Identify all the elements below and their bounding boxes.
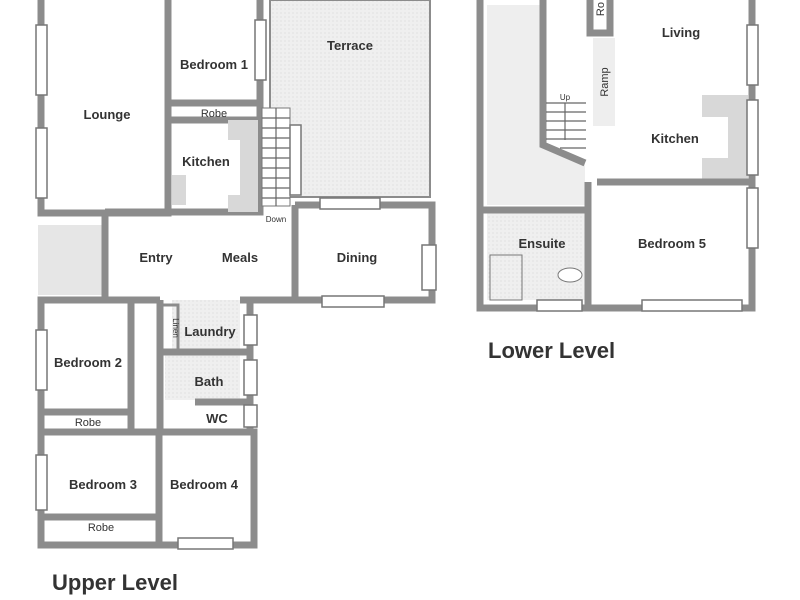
upper-stairs bbox=[261, 107, 291, 207]
lower-windows bbox=[536, 24, 759, 312]
room-label-bedroom-1: Bedroom 1 bbox=[180, 57, 248, 72]
room-label-entry: Entry bbox=[139, 250, 173, 265]
upper-level-title: Upper Level bbox=[52, 570, 178, 595]
room-label-lower-robe: Ro bbox=[595, 2, 607, 16]
room-label-living: Living bbox=[662, 25, 700, 40]
lower-level-plan: Ro Living Ramp Up Kitchen Ensuite Bedroo… bbox=[476, 0, 759, 363]
room-label-ensuite: Ensuite bbox=[519, 236, 566, 251]
room-label-bedroom-3: Bedroom 3 bbox=[69, 477, 137, 492]
bath-floor bbox=[165, 355, 240, 400]
stair-wall bbox=[539, 0, 587, 167]
entry-porch bbox=[38, 225, 105, 295]
lower-kitchen-bench bbox=[702, 95, 748, 180]
linen-cupboard bbox=[160, 303, 180, 352]
room-label-bath: Bath bbox=[195, 374, 224, 389]
room-label-meals: Meals bbox=[222, 250, 258, 265]
room-label-robe-3: Robe bbox=[88, 522, 114, 534]
ensuite-floor bbox=[487, 213, 587, 300]
shower bbox=[489, 254, 523, 301]
bedroom1-walls bbox=[164, 0, 264, 107]
room-label-linen: Linen bbox=[171, 318, 180, 338]
upper-windows bbox=[35, 19, 437, 550]
stairs-down-label: Down bbox=[266, 215, 286, 224]
lower-storage bbox=[487, 5, 585, 205]
kitchen-island bbox=[172, 175, 186, 205]
kitchen-bench bbox=[228, 120, 258, 212]
room-label-laundry: Laundry bbox=[184, 324, 236, 339]
room-label-robe-1: Robe bbox=[201, 108, 227, 120]
lower-stairs bbox=[546, 102, 586, 149]
room-label-bedroom-4: Bedroom 4 bbox=[170, 477, 239, 492]
room-label-kitchen: Kitchen bbox=[182, 154, 230, 169]
lower-level-title: Lower Level bbox=[488, 338, 615, 363]
ramp-label: Ramp bbox=[599, 67, 611, 96]
room-label-wc: WC bbox=[206, 411, 228, 426]
room-label-bedroom-2: Bedroom 2 bbox=[54, 355, 122, 370]
laundry-floor bbox=[172, 300, 240, 352]
room-label-lower-kitchen: Kitchen bbox=[651, 131, 699, 146]
lower-robe-walls bbox=[586, 0, 614, 37]
room-label-lounge: Lounge bbox=[84, 107, 131, 122]
toilet-icon bbox=[557, 267, 583, 283]
lower-outer-walls bbox=[476, 0, 756, 312]
room-label-dining: Dining bbox=[337, 250, 377, 265]
room-label-terrace: Terrace bbox=[327, 38, 373, 53]
upper-level-plan: Terrace Bedroom 1 Lounge Robe Kitchen Do… bbox=[35, 0, 437, 595]
bedroom3-walls bbox=[37, 428, 163, 521]
room-label-bedroom-5: Bedroom 5 bbox=[638, 236, 706, 251]
room-label-robe-2: Robe bbox=[75, 417, 101, 429]
stairs-up-label: Up bbox=[560, 93, 571, 102]
ramp-area bbox=[593, 38, 615, 126]
